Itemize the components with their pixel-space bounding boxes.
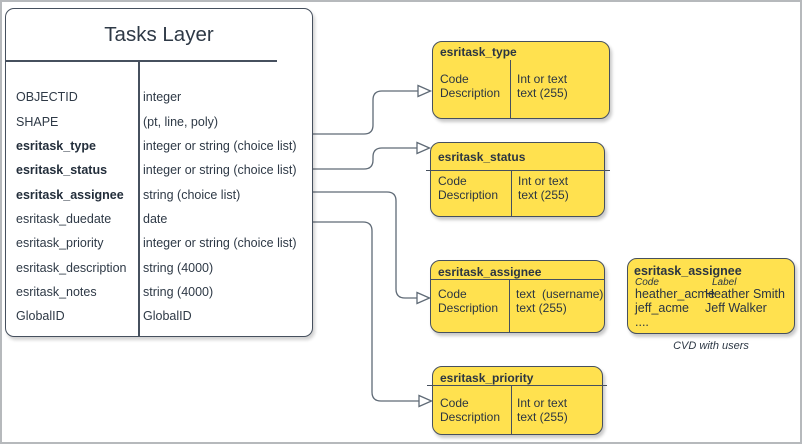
field-name: SHAPE	[16, 114, 59, 129]
table-row: SHAPE (pt, line, poly)	[6, 109, 312, 133]
table-row: esritask_status integer or string (choic…	[6, 158, 312, 182]
field-name: esritask_duedate	[16, 211, 112, 226]
field-name: esritask_type	[16, 138, 96, 153]
choice-box-title-divider	[431, 279, 604, 281]
field-type: date	[143, 211, 168, 226]
cvd-column-header-code: Code	[635, 277, 659, 288]
choice-box-title-divider	[427, 385, 607, 387]
table-row: esritask_description string (4000)	[6, 255, 312, 279]
table-row: esritask_type integer or string (choice …	[6, 134, 312, 158]
table-row: GlobalID GlobalID	[6, 304, 312, 328]
choice-box-title: esritask_priority	[440, 371, 534, 385]
choice-box-title: esritask_status	[438, 150, 526, 164]
connector-line-type[interactable]	[313, 90, 418, 135]
table-column-divider	[138, 61, 140, 336]
open-arrow-icon	[416, 141, 432, 155]
choice-box-title: esritask_type	[440, 45, 517, 59]
cvd-label: Heather Smith	[705, 287, 785, 301]
tasks-layer-table[interactable]: Tasks Layer OBJECTID integer SHAPE (pt, …	[5, 8, 313, 337]
connector-line-status[interactable]	[313, 147, 417, 170]
field-type: GlobalID	[143, 309, 192, 324]
cvd-code: jeff_acme	[635, 300, 689, 315]
cvd-row: heather_acme Heather Smith	[628, 287, 794, 301]
choice-box-column-divider	[510, 60, 512, 118]
choice-box-column-divider	[509, 280, 511, 332]
table-header-divider	[6, 60, 277, 62]
cvd-box-title: esritask_assignee	[634, 264, 742, 278]
cvd-users-box[interactable]: esritask_assignee Code Label heather_acm…	[627, 258, 795, 334]
connector-line-assignee[interactable]	[313, 191, 417, 299]
field-name: GlobalID	[16, 309, 65, 324]
cvd-code: heather_acme	[635, 287, 715, 301]
field-type: integer	[143, 90, 182, 105]
table-rows: OBJECTID integer SHAPE (pt, line, poly) …	[6, 85, 312, 328]
field-name: esritask_assignee	[16, 187, 124, 202]
cvd-column-header-label: Label	[712, 277, 737, 288]
choice-box-column-divider	[511, 171, 513, 216]
field-type: string (4000)	[143, 260, 214, 275]
table-row: esritask_assignee string (choice list)	[6, 182, 312, 206]
choice-box-title-divider	[426, 170, 610, 172]
choice-box-title: esritask_assignee	[438, 265, 542, 279]
cvd-code: ....	[635, 314, 649, 329]
table-title: Tasks Layer	[104, 23, 214, 46]
field-type: integer or string (choice list)	[143, 236, 297, 251]
field-type: integer or string (choice list)	[143, 138, 297, 153]
table-row: esritask_priority integer or string (cho…	[6, 231, 312, 255]
field-name: OBJECTID	[16, 90, 78, 105]
field-name: esritask_description	[16, 260, 127, 275]
field-type: integer or string (choice list)	[143, 163, 297, 178]
table-row: esritask_duedate date	[6, 207, 312, 231]
field-type: string (choice list)	[143, 187, 241, 202]
field-name: esritask_status	[16, 163, 108, 178]
table-row: esritask_notes string (4000)	[6, 280, 312, 304]
field-name: esritask_priority	[16, 236, 104, 251]
cvd-row: ....	[628, 315, 794, 329]
choice-box-right-column: text (username)text (255)	[516, 287, 604, 315]
cvd-caption[interactable]: CVD with users	[673, 340, 749, 352]
field-type: (pt, line, poly)	[143, 114, 219, 129]
table-row: OBJECTID integer	[6, 85, 312, 109]
cvd-rows: heather_acme Heather Smith jeff_acme Jef…	[628, 287, 794, 329]
cvd-row: jeff_acme Jeff Walker	[628, 301, 794, 315]
field-name: esritask_notes	[16, 284, 97, 299]
connector-line-priority[interactable]	[313, 221, 419, 402]
choice-box-column-divider	[511, 386, 513, 434]
open-arrow-icon	[417, 84, 433, 98]
open-arrow-icon	[418, 394, 434, 408]
open-arrow-icon	[416, 291, 432, 305]
field-type: string (4000)	[143, 284, 214, 299]
cvd-label: Jeff Walker	[705, 300, 767, 315]
